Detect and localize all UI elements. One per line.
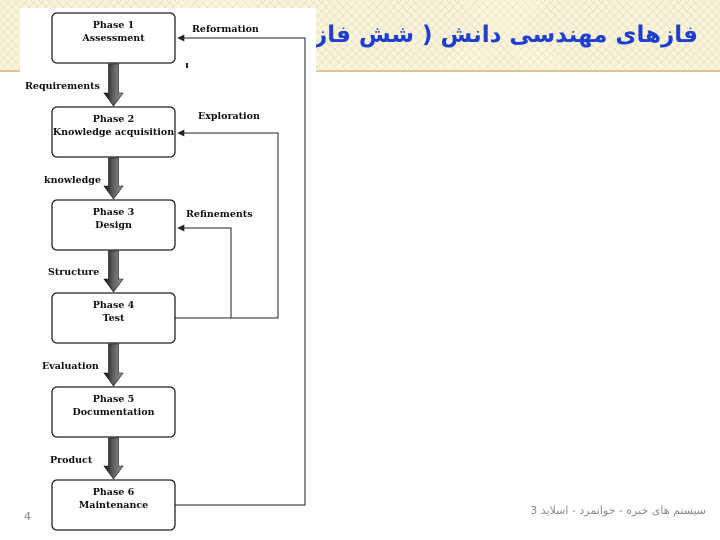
flow-label-4: Evaluation — [42, 361, 99, 372]
header-rule — [0, 70, 720, 72]
feedback-refinements: Refinements — [177, 209, 253, 318]
exploration-label: Exploration — [198, 111, 260, 122]
reformation-line — [175, 34, 306, 506]
phase-name: Phase 4 — [93, 300, 135, 311]
phase-description: Maintenance — [79, 500, 148, 511]
phase-description: Assessment — [81, 33, 145, 44]
phase-name: Phase 3 — [93, 207, 135, 218]
phase-name: Phase 1 — [93, 20, 135, 31]
phase-box-5: Phase 5 Documentation — [51, 386, 176, 438]
flow-arrow-2 — [103, 157, 124, 200]
phase-box-frame — [51, 12, 176, 64]
feedback-exploration: Exploration — [175, 111, 279, 319]
flow-label-5: Product — [50, 455, 93, 466]
phase-name: Phase 5 — [93, 394, 135, 405]
phase-name: Phase 6 — [93, 487, 135, 498]
flow-arrow-4 — [103, 343, 124, 387]
phase-box-3: Phase 3 Design — [51, 199, 176, 251]
flow-arrow-5 — [103, 437, 124, 480]
refinements-line — [177, 224, 232, 318]
diagram-panel — [20, 8, 316, 538]
refinements-label: Refinements — [186, 209, 253, 220]
feedback-reformation: Reformation — [175, 24, 306, 506]
phase-box-frame — [51, 386, 176, 438]
phase-box-1: Phase 1 Assessment — [51, 12, 176, 64]
reformation-label: Reformation — [192, 24, 259, 35]
phase-box-2: Phase 2 Knowledge acquisition — [51, 106, 176, 158]
phase-box-frame — [51, 106, 176, 158]
phase-description: Knowledge acquisition — [53, 127, 174, 138]
phase-name: Phase 2 — [93, 114, 135, 125]
phase-description: Documentation — [72, 407, 154, 418]
slide-title: فازهای مهندسی دانش ( شش فاز ) — [295, 22, 698, 48]
slide-footer: سیستم های خبره - جوانمرد - اسلاید 3 — [530, 504, 706, 517]
slide-number: 4 — [24, 510, 31, 523]
flow-label-3: Structure — [48, 267, 99, 278]
phase-description: Test — [103, 313, 125, 324]
exploration-line — [175, 129, 279, 319]
phase-box-4: Phase 4 Test — [51, 292, 176, 344]
phase-description: Design — [95, 220, 132, 231]
flow-label-2: knowledge — [44, 175, 101, 186]
phase-box-6: Phase 6 Maintenance — [51, 479, 176, 531]
flow-arrow-3 — [103, 250, 124, 293]
phase-box-frame — [51, 199, 176, 251]
stray-mark — [186, 63, 188, 68]
flow-label-1: Requirements — [25, 81, 100, 92]
flow-arrow-1 — [103, 63, 124, 107]
